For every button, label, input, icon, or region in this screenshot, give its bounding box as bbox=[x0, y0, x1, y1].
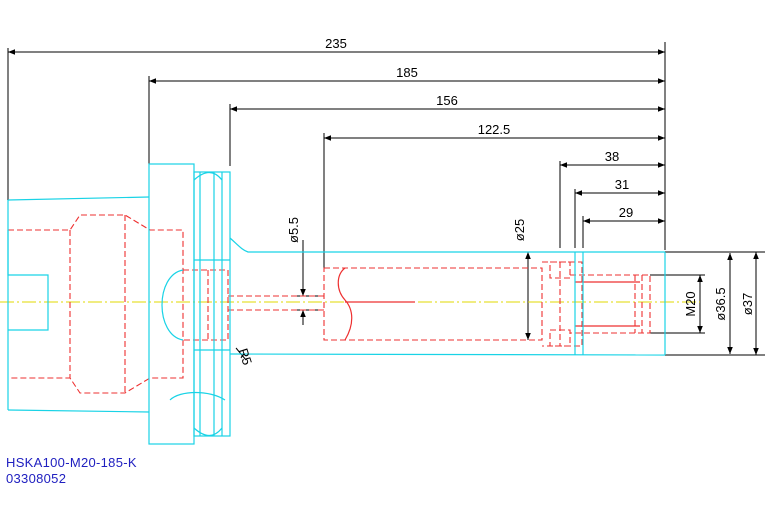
article-number: 03308052 bbox=[6, 471, 66, 486]
dimension-235: 235 bbox=[325, 36, 347, 51]
dimension-m20: M20 bbox=[683, 291, 698, 316]
dimension-185: 185 bbox=[396, 65, 418, 80]
dimension-lines bbox=[7, 42, 765, 361]
dimension-dia-25: ø25 bbox=[512, 219, 527, 241]
part-number: HSKA100-M20-185-K bbox=[6, 455, 137, 470]
dimension-29: 29 bbox=[619, 205, 633, 220]
coolant-spiral-symbol bbox=[337, 267, 415, 341]
dimension-r5: R5 bbox=[236, 346, 255, 366]
dimension-dia-36-5: ø36.5 bbox=[713, 287, 728, 320]
dimension-122-5: 122.5 bbox=[478, 122, 511, 137]
dimension-31: 31 bbox=[615, 177, 629, 192]
dimension-dia-37: ø37 bbox=[740, 293, 755, 315]
dimension-156: 156 bbox=[436, 93, 458, 108]
hidden-lines bbox=[8, 214, 651, 394]
dimension-dia-5-5: ø5.5 bbox=[286, 217, 301, 243]
part-outline bbox=[7, 163, 666, 445]
dimension-38: 38 bbox=[605, 149, 619, 164]
